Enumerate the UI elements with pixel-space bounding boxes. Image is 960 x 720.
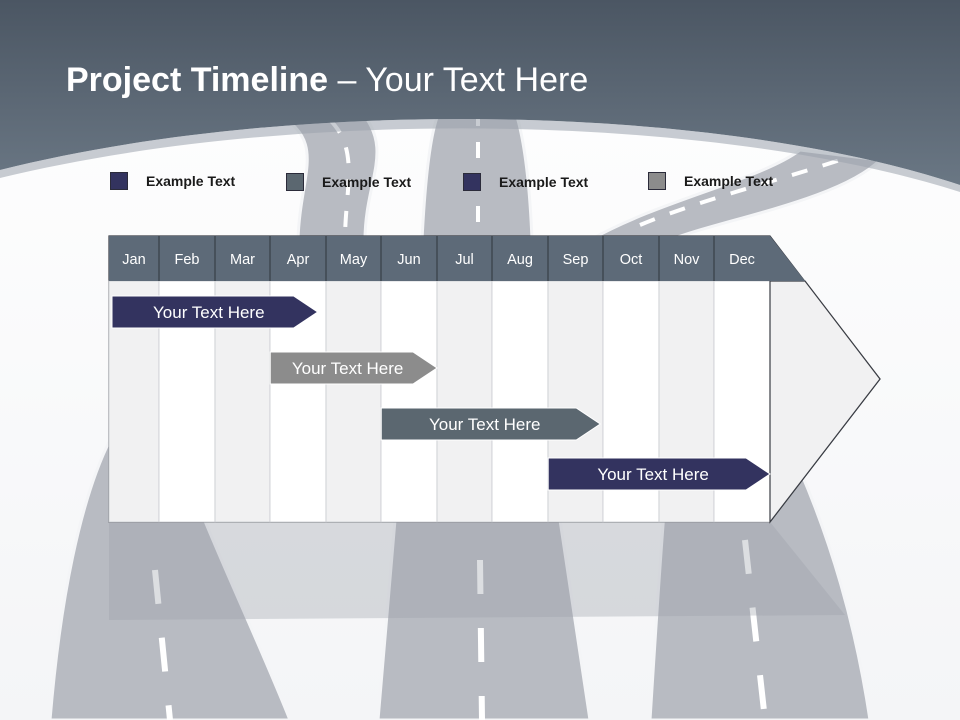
month-label-jan: Jan bbox=[122, 252, 145, 268]
task-bar-label: Your Text Here bbox=[597, 465, 709, 484]
legend-swatch bbox=[110, 172, 128, 190]
month-column bbox=[436, 280, 493, 523]
month-label-oct: Oct bbox=[620, 252, 643, 268]
month-label-sep: Sep bbox=[563, 252, 589, 268]
legend-swatch bbox=[648, 172, 666, 190]
month-label-apr: Apr bbox=[287, 252, 310, 268]
task-bar-label: Your Text Here bbox=[153, 303, 265, 322]
legend-swatch bbox=[463, 173, 481, 191]
task-bar-1: Your Text Here bbox=[111, 295, 319, 329]
month-label-jun: Jun bbox=[397, 252, 420, 268]
task-bar-label: Your Text Here bbox=[429, 415, 541, 434]
legend-item-3: Example Text bbox=[463, 171, 588, 193]
page-title: Project Timeline – Your Text Here bbox=[66, 58, 588, 102]
month-header-row bbox=[109, 236, 805, 281]
month-label-aug: Aug bbox=[507, 252, 533, 268]
month-label-feb: Feb bbox=[175, 252, 200, 268]
legend-item-2: Example Text bbox=[286, 171, 411, 193]
legend-item-1: Example Text bbox=[110, 170, 235, 192]
month-column bbox=[491, 280, 549, 523]
legend-label: Example Text bbox=[684, 173, 774, 189]
month-column bbox=[325, 280, 382, 523]
task-bar-2: Your Text Here bbox=[269, 351, 438, 385]
title-main: Project Timeline bbox=[66, 61, 329, 99]
legend-label: Example Text bbox=[146, 173, 236, 189]
task-bar-4: Your Text Here bbox=[547, 457, 771, 491]
task-bar-label: Your Text Here bbox=[292, 359, 404, 378]
arrow-head bbox=[769, 280, 881, 524]
arrow-reflection bbox=[109, 522, 845, 620]
month-column bbox=[380, 280, 438, 523]
title-sub: – Your Text Here bbox=[337, 61, 589, 99]
month-label-may: May bbox=[340, 252, 368, 268]
month-label-mar: Mar bbox=[230, 252, 255, 268]
legend-label: Example Text bbox=[499, 174, 589, 190]
month-label-nov: Nov bbox=[674, 252, 701, 268]
month-label-dec: Dec bbox=[729, 252, 755, 268]
legend-swatch bbox=[286, 173, 304, 191]
header-band bbox=[0, 0, 960, 185]
task-bar-3: Your Text Here bbox=[380, 407, 602, 441]
month-label-jul: Jul bbox=[455, 252, 474, 268]
legend-item-4: Example Text bbox=[648, 170, 773, 192]
legend-label: Example Text bbox=[322, 174, 412, 190]
